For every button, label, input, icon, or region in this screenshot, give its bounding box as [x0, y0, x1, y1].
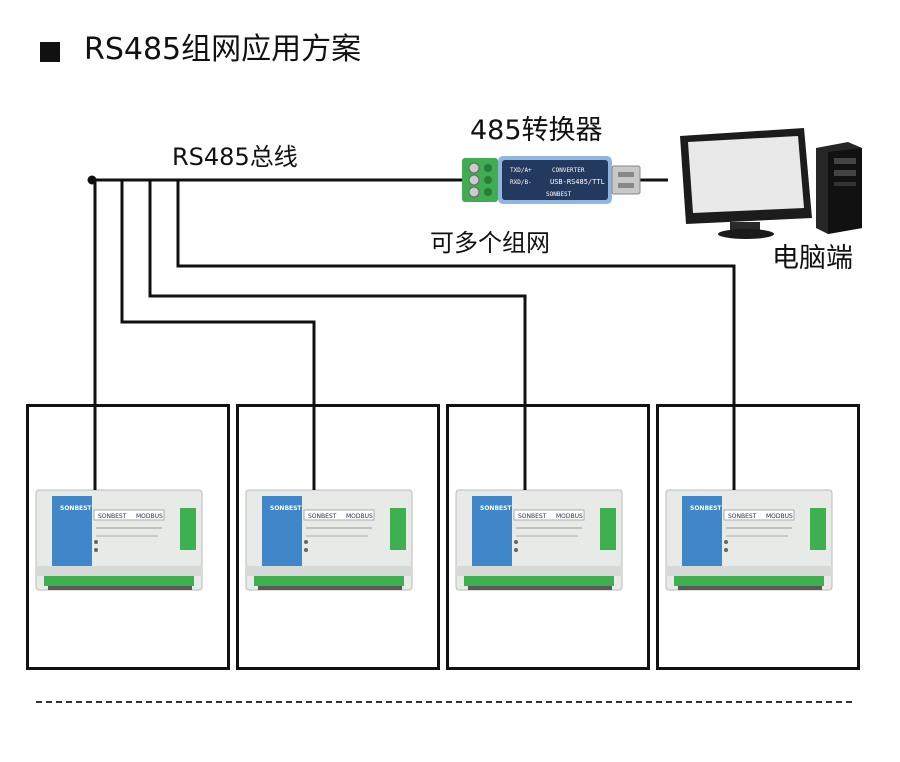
drop-3 [148, 180, 527, 484]
page-title: RS485组网应用方案 [84, 32, 362, 67]
svg-text:MODBUS: MODBUS [346, 513, 373, 520]
svg-text:MODBUS: MODBUS [766, 513, 793, 520]
monitor-icon [680, 128, 812, 239]
module-terminal-side [180, 508, 196, 550]
bus-label: RS485总线 [172, 143, 298, 171]
svg-text:MODBUS: MODBUS [136, 513, 163, 520]
dashed-separator [36, 701, 852, 703]
svg-text:SONBEST: SONBEST [98, 513, 127, 520]
svg-text:SONBEST: SONBEST [546, 191, 572, 198]
converter-body [502, 160, 608, 200]
svg-text:SONBEST: SONBEST [518, 513, 547, 520]
acquisition-module-4: SONBEST SONBEST MODBUS [665, 489, 833, 591]
acquisition-module-3: SONBEST SONBEST MODBUS [455, 489, 623, 591]
module-blue-panel [52, 496, 92, 566]
drop-4 [176, 180, 736, 484]
svg-text:SONBEST: SONBEST [728, 513, 757, 520]
pc-label: 电脑端 [772, 243, 853, 274]
svg-text:SONBEST: SONBEST [690, 505, 722, 512]
module-terminal-row [44, 576, 194, 586]
svg-text:SONBEST: SONBEST [480, 505, 512, 512]
acquisition-module-2: SONBEST SONBEST MODBUS [245, 489, 413, 591]
tower-icon [816, 142, 862, 234]
svg-text:SONBEST: SONBEST [308, 513, 337, 520]
svg-text:USB-RS485/TTL: USB-RS485/TTL [550, 178, 605, 186]
pc-computer [680, 128, 862, 239]
acquisition-module-1: SONBEST SONBEST MODBUS [35, 489, 203, 591]
svg-text:MODBUS: MODBUS [556, 513, 583, 520]
multi-network-label: 可多个组网 [430, 229, 550, 257]
svg-text:TXD/A+: TXD/A+ [510, 167, 532, 174]
svg-text:CONVERTER: CONVERTER [552, 167, 585, 174]
svg-text:RXD/B-: RXD/B- [510, 179, 532, 186]
converter-label: 485转换器 [470, 115, 603, 146]
svg-text:SONBEST: SONBEST [60, 505, 92, 512]
title-bullet [40, 42, 60, 62]
usb-rs485-converter: TXD/A+ RXD/B- CONVERTER USB-RS485/TTL SO… [462, 156, 641, 204]
svg-text:SONBEST: SONBEST [270, 505, 302, 512]
